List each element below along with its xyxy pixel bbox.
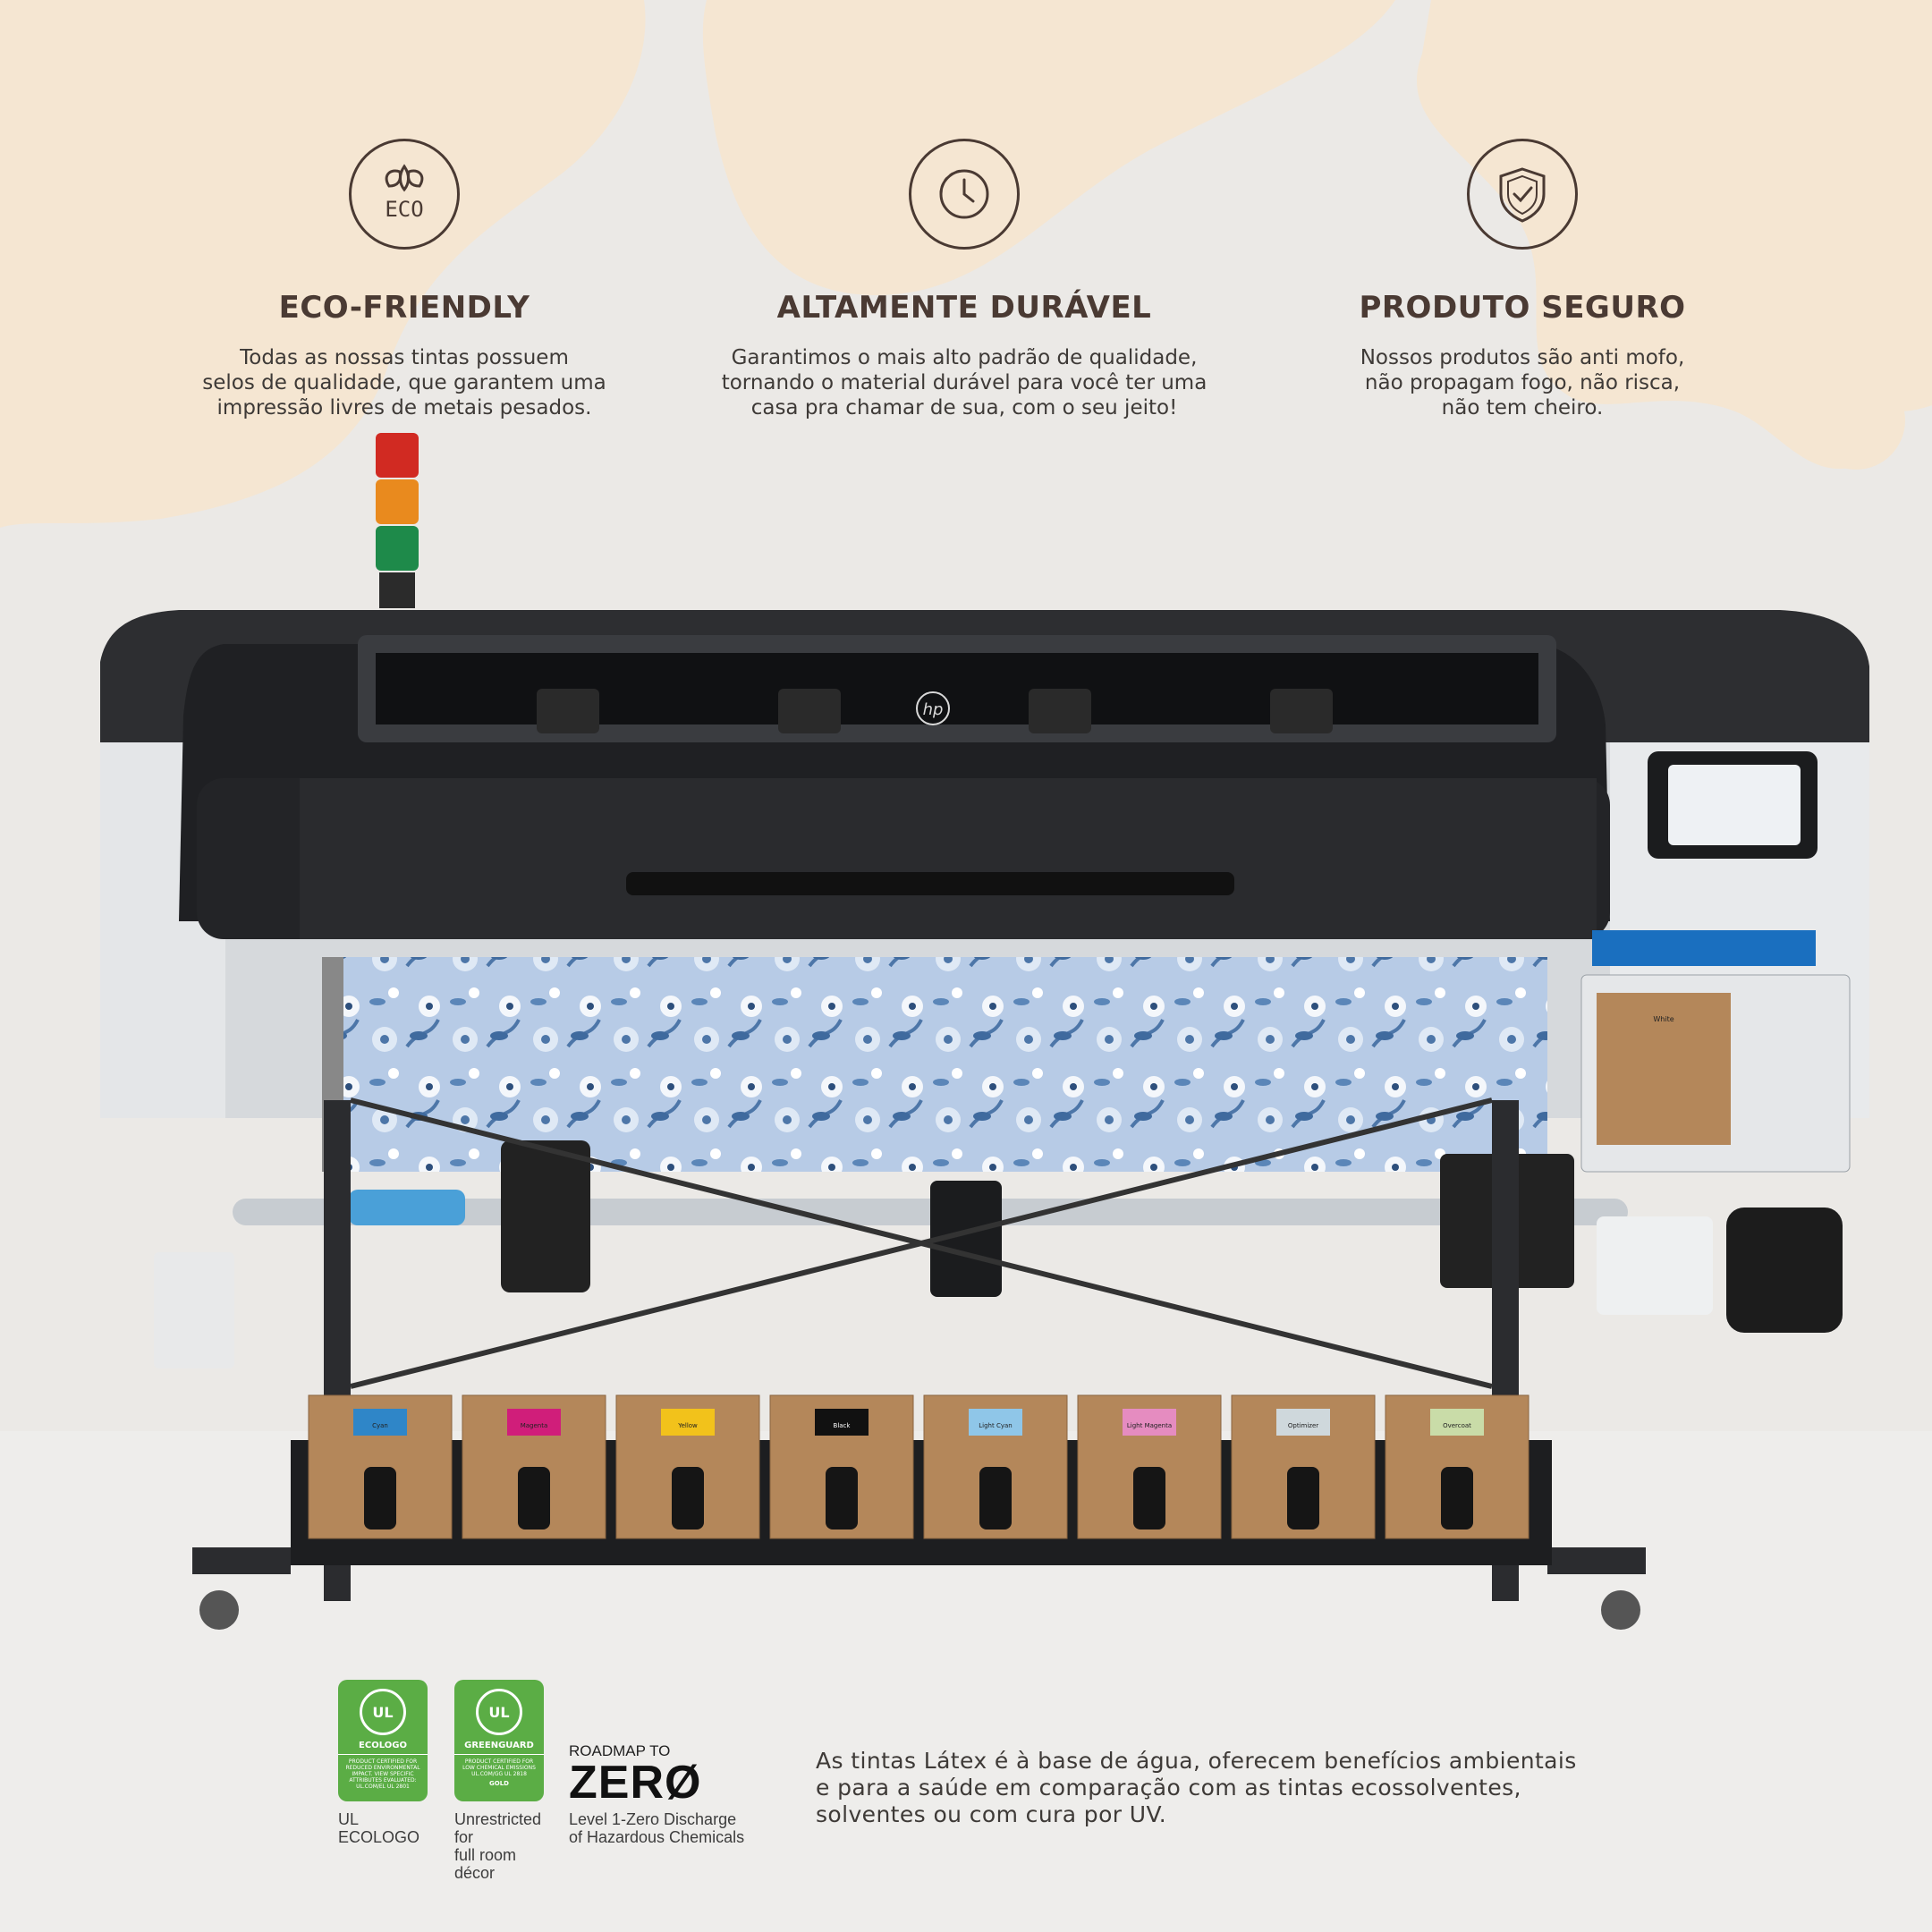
cartridge-label: Light Cyan (979, 1422, 1012, 1429)
cartridge-label: Overcoat (1443, 1422, 1471, 1429)
svg-text:ECO: ECO (385, 197, 423, 222)
ink-cartridge-magenta: Magenta (462, 1394, 606, 1539)
badge-caption: UL ECOLOGO (338, 1810, 420, 1846)
feature-title: PRODUTO SEGURO (1359, 290, 1686, 326)
roadmap-to-zero-logo: ROADMAP TO ZERØ Level 1-Zero Discharge o… (569, 1742, 757, 1846)
feature-description: Nossos produtos são anti mofo, não propa… (1360, 346, 1685, 419)
certification-badges: UL ECOLOGO PRODUCT CERTIFIED FOR REDUCED… (336, 1680, 757, 1882)
feature-durable: ALTAMENTE DURÁVEL Garantimos o mais alto… (678, 139, 1250, 420)
feature-description: Garantimos o mais alto padrão de qualida… (721, 346, 1208, 419)
feature-title: ALTAMENTE DURÁVEL (776, 290, 1152, 326)
feature-description: Todas as nossas tintas possuem selos de … (202, 346, 606, 419)
feature-eco-friendly: ECO ECO-FRIENDLY Todas as nossas tintas … (118, 139, 691, 420)
ink-cartridge-cyan: Cyan (308, 1394, 453, 1539)
ul-logo-icon: UL (476, 1689, 522, 1735)
cartridge-label: Black (834, 1422, 852, 1429)
cartridge-label: Magenta (521, 1422, 548, 1429)
ink-cartridge-black: Black (769, 1394, 914, 1539)
svg-text:hp: hp (923, 700, 944, 719)
ink-cartridge-overcoat: Overcoat (1385, 1394, 1530, 1539)
shield-check-icon (1467, 139, 1578, 250)
ink-cartridge-optimizer: Optimizer (1231, 1394, 1376, 1539)
roadmap-caption: Level 1-Zero Discharge of Hazardous Chem… (569, 1810, 745, 1846)
latex-ink-description: As tintas Látex é à base de água, oferec… (816, 1748, 1577, 1827)
feature-safe: PRODUTO SEGURO Nossos produtos são anti … (1236, 139, 1809, 420)
side-cartridge-label: White (1653, 1015, 1674, 1023)
cartridge-label: Yellow (677, 1422, 698, 1429)
ul-logo-icon: UL (360, 1689, 406, 1735)
ink-cartridge-light-magenta: Light Magenta (1077, 1394, 1222, 1539)
ul-greenguard-badge: UL GREENGUARD PRODUCT CERTIFIED FOR LOW … (454, 1680, 544, 1882)
cartridge-label: Cyan (372, 1422, 388, 1429)
clock-icon (909, 139, 1020, 250)
cartridge-label: Optimizer (1288, 1422, 1318, 1429)
ink-cartridge-yellow: Yellow (615, 1394, 760, 1539)
ink-cartridge-light-cyan: Light Cyan (923, 1394, 1068, 1539)
latex-printer-illustration: hp Cyan Magenta Yellow Black Light Cyan Light… (100, 433, 1869, 1630)
cartridge-label: Light Magenta (1127, 1422, 1172, 1429)
feature-title: ECO-FRIENDLY (278, 290, 530, 326)
badge-caption: Unrestricted for full room décor (454, 1810, 542, 1882)
ul-ecologo-badge: UL ECOLOGO PRODUCT CERTIFIED FOR REDUCED… (338, 1680, 428, 1846)
eco-leaf-icon: ECO (349, 139, 460, 250)
